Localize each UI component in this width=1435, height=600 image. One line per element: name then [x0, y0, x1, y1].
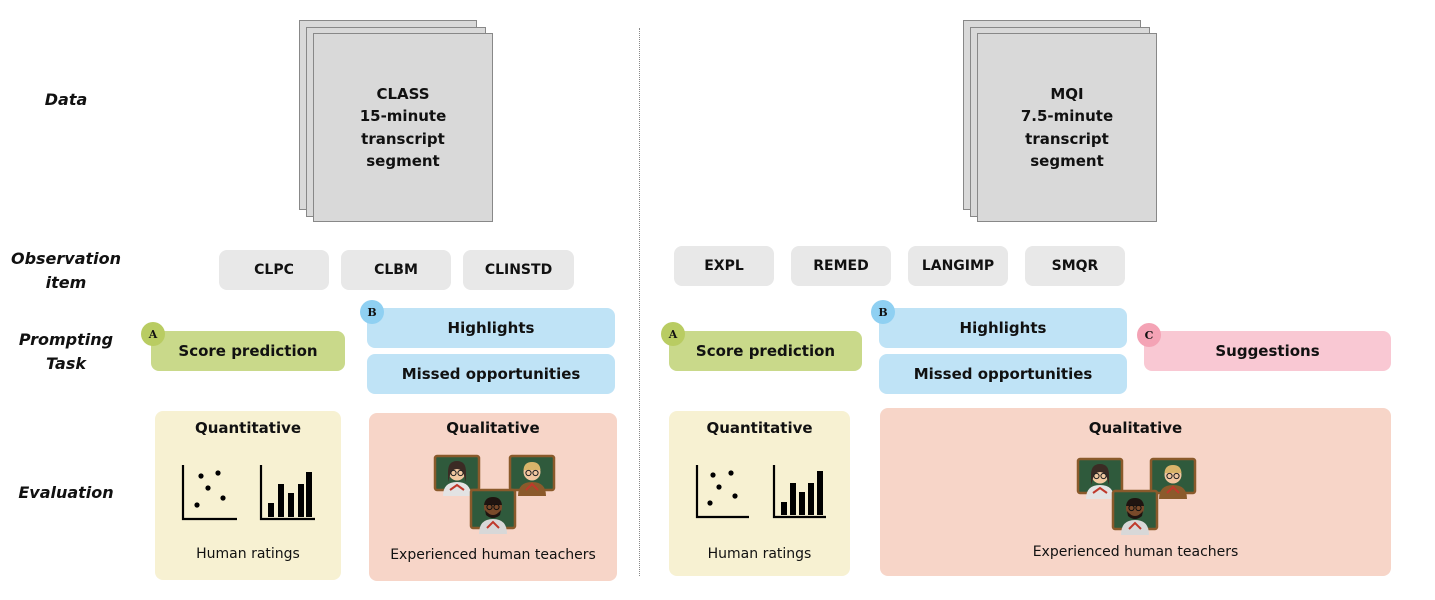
class-qualitative-card: Qualitative Experienced human teachers [369, 413, 617, 581]
mqi-quantitative-card: Quantitative Human ratings [669, 411, 850, 576]
bar-chart-icon [772, 465, 826, 519]
class-item-clbm: CLBM [341, 250, 451, 290]
row-label-evaluation: Evaluation [18, 483, 114, 502]
teacher-at-chalkboard-icon [1076, 457, 1124, 499]
mqi-document-label: MQI 7.5-minute transcript segment [1020, 84, 1114, 171]
teacher-at-chalkboard-icon [1149, 457, 1197, 499]
bar-chart-icon [259, 465, 315, 521]
row-label-observation-line1: Observation [10, 249, 122, 268]
class-task-score-prediction: Score prediction [151, 331, 345, 371]
mqi-item-smqr: SMQR [1025, 246, 1125, 286]
mqi-badge-b: B [871, 300, 895, 324]
row-label-observation-item: Observation item [6, 247, 126, 295]
scatter-plot-icon [695, 465, 749, 519]
mqi-badge-c: C [1137, 323, 1161, 347]
class-badge-a: A [141, 322, 165, 346]
mqi-item-expl: EXPL [674, 246, 774, 286]
mqi-qual-title: Qualitative [1088, 419, 1183, 437]
row-label-data: Data [44, 90, 88, 109]
row-label-prompting-line1: Prompting [18, 330, 114, 349]
class-document-stack-front [313, 33, 493, 222]
class-quant-title: Quantitative [194, 419, 302, 437]
class-item-clinstd: CLINSTD [463, 250, 574, 290]
teacher-at-chalkboard-icon [469, 488, 517, 534]
mqi-qualitative-card: Qualitative Experienced human teachers [880, 408, 1391, 576]
mqi-task-highlights: Highlights [879, 308, 1127, 348]
scatter-plot-icon [181, 465, 237, 521]
class-item-clpc: CLPC [219, 250, 329, 290]
mqi-task-missed-opportunities: Missed opportunities [879, 354, 1127, 394]
mqi-task-suggestions: Suggestions [1144, 331, 1391, 371]
teacher-at-chalkboard-icon [433, 454, 481, 496]
class-badge-b: B [360, 300, 384, 324]
mqi-task-score-prediction: Score prediction [669, 331, 862, 371]
mqi-quant-caption: Human ratings [707, 546, 812, 562]
panel-divider [639, 28, 640, 576]
class-task-highlights: Highlights [367, 308, 615, 348]
mqi-qual-caption: Experienced human teachers [1032, 544, 1239, 560]
teacher-at-chalkboard-icon [508, 454, 556, 496]
mqi-item-remed: REMED [791, 246, 891, 286]
mqi-document-stack-front [977, 33, 1157, 222]
class-quant-caption: Human ratings [196, 546, 300, 562]
mqi-quant-title: Quantitative [706, 419, 813, 437]
teacher-at-chalkboard-icon [1111, 489, 1159, 535]
class-task-missed-opportunities: Missed opportunities [367, 354, 615, 394]
class-qual-title: Qualitative [446, 419, 540, 437]
class-qual-caption: Experienced human teachers [390, 547, 596, 563]
row-label-prompting-task: Prompting Task [6, 328, 126, 376]
class-quantitative-card: Quantitative Human ratings [155, 411, 341, 580]
mqi-item-langimp: LANGIMP [908, 246, 1008, 286]
class-document-label: CLASS 15-minute transcript segment [359, 84, 447, 171]
row-label-prompting-line2: Task [46, 354, 86, 373]
mqi-badge-a: A [661, 322, 685, 346]
row-label-observation-line2: item [45, 273, 87, 292]
